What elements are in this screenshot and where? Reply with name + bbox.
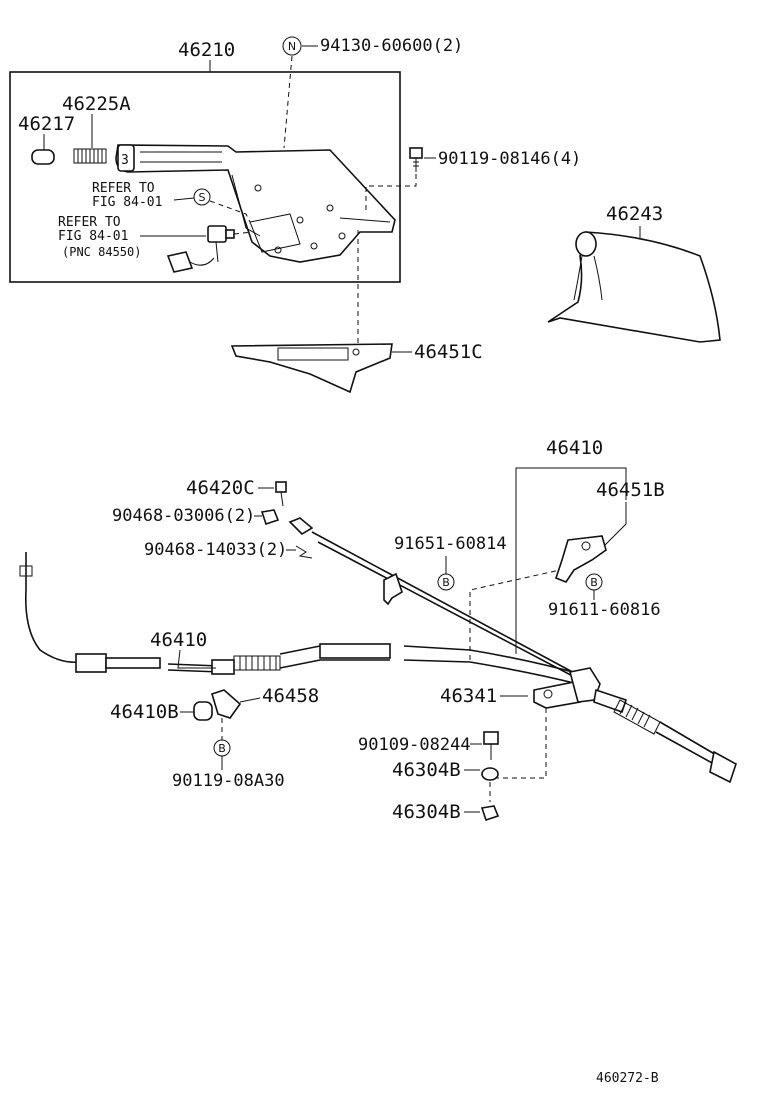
rear-cable-left xyxy=(19,552,581,685)
pin-46217 xyxy=(31,149,55,165)
bolt-90109-08244 xyxy=(483,731,499,760)
label-90468-14033: 90468-14033(2) xyxy=(144,540,287,560)
label-46458: 46458 xyxy=(262,685,319,707)
marker-b-icon-1 xyxy=(437,573,455,591)
label-90119-08a30: 90119-08A30 xyxy=(172,771,285,791)
lever-boot-46243: 46243 xyxy=(547,203,721,343)
clip-90468-14033 xyxy=(295,545,313,559)
clamp-46458 xyxy=(211,689,242,719)
label-91611-60816: 91611-60816 xyxy=(548,600,661,620)
label-46225a: 46225A xyxy=(62,93,131,115)
refer-to-text-1: REFER TO xyxy=(92,181,155,196)
label-46451b: 46451B xyxy=(596,479,665,501)
nut-46304b-1 xyxy=(481,767,499,781)
label-90468-03006: 90468-03006(2) xyxy=(112,506,255,526)
marker-n-text: N xyxy=(288,40,296,53)
label-46410b: 46410B xyxy=(110,701,179,723)
cable-spring-front xyxy=(613,699,661,735)
lever-assembly-group: 46210 N 94130-60600(2) 46225A 46217 3 xyxy=(9,36,581,283)
label-46410-top: 46410 xyxy=(546,437,603,459)
rear-cable-right xyxy=(288,517,585,683)
bracket-46451c: 46451C xyxy=(230,230,483,394)
lever-assembly-box xyxy=(9,71,401,283)
equalizer-46341 xyxy=(533,667,601,709)
lever-grip-mark: 3 xyxy=(121,153,129,168)
marker-n-icon xyxy=(282,36,302,56)
label-46410-left: 46410 xyxy=(150,629,207,651)
label-46304b-1: 46304B xyxy=(392,759,461,781)
marker-b-text-1: B xyxy=(442,576,450,589)
switch-connector xyxy=(166,251,215,273)
parking-brake-lever: 3 xyxy=(115,144,396,263)
drawing-number: 460272-B xyxy=(596,1071,659,1086)
marker-s-icon xyxy=(193,188,211,206)
marker-b-text-2: B xyxy=(590,576,598,589)
label-46243: 46243 xyxy=(606,203,663,225)
label-46304b-2: 46304B xyxy=(392,801,461,823)
cable-bracket-left xyxy=(383,572,403,606)
pnc-ref-text: (PNC 84550) xyxy=(62,245,141,259)
label-94130-60600: 94130-60600(2) xyxy=(320,36,463,56)
fig-ref-text-1: FIG 84-01 xyxy=(92,195,162,210)
parking-brake-switch xyxy=(207,225,253,263)
marker-s-text: S xyxy=(199,191,206,204)
clip-90468-03006 xyxy=(260,509,280,526)
bolt-46420c xyxy=(275,481,287,507)
label-46451c: 46451C xyxy=(414,341,483,363)
grommet-46410b xyxy=(193,701,213,721)
label-46420c: 46420C xyxy=(186,477,255,499)
label-46210: 46210 xyxy=(178,39,235,61)
front-cable xyxy=(593,688,737,784)
label-90109-08244: 90109-08244 xyxy=(358,735,471,755)
label-91651-60814: 91651-60814 xyxy=(394,534,507,554)
bolt-90119-08146 xyxy=(409,147,423,172)
marker-b-text-3: B xyxy=(218,742,226,755)
refer-to-text-2: REFER TO xyxy=(58,215,121,230)
bracket-46451b xyxy=(555,535,607,583)
nut-46304b-2 xyxy=(480,805,500,822)
fig-ref-text-2: FIG 84-01 xyxy=(58,229,128,244)
spring-46225a xyxy=(73,148,107,164)
label-46341: 46341 xyxy=(440,685,497,707)
cable-spring-left xyxy=(233,655,281,671)
label-90119-08146: 90119-08146(4) xyxy=(438,149,581,169)
label-46217: 46217 xyxy=(18,113,75,135)
